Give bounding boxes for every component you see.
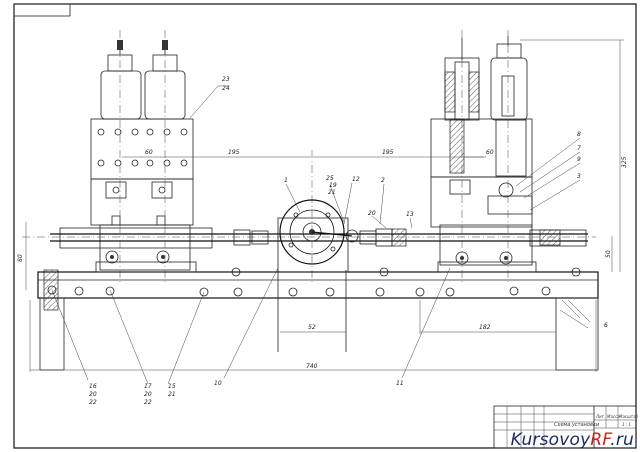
callout-1: 1: [284, 177, 288, 184]
dim-height-right: 50: [605, 250, 612, 258]
callout-6: 6: [604, 322, 608, 329]
dim-height-left: 80: [17, 254, 24, 262]
title-block: Схема установки Лит. Масса Масштаб 1 : 1: [493, 405, 639, 449]
center-lines: [22, 30, 596, 285]
callout-23: 23: [222, 76, 230, 83]
watermark-part1: Kursovoy: [510, 430, 591, 450]
dim-height-total: 325: [621, 156, 628, 168]
dim-bottom-right: 182: [479, 324, 491, 331]
watermark-part2: RF: [590, 430, 611, 450]
sheet-frame: [13, 3, 637, 449]
leader-lines: [51, 85, 589, 385]
right-clamp-unit: [430, 36, 587, 273]
callout-21-b: 21: [168, 391, 176, 398]
dim-half-right: 195: [382, 149, 394, 156]
callout-labels: 23 24 1 25 19 21 12 2 20 13 8 7 9 3 6 10…: [89, 76, 608, 406]
title-block-name: Схема установки: [554, 422, 600, 428]
base-bolts: [43, 267, 581, 311]
title-block-lit: Лит.: [595, 414, 605, 419]
callout-2: 2: [381, 177, 385, 184]
callout-12: 12: [352, 176, 360, 183]
callout-19: 19: [329, 182, 337, 189]
callout-3: 3: [577, 173, 581, 180]
callout-8: 8: [577, 131, 581, 138]
callout-22-b: 22: [144, 399, 152, 406]
dim-small-left: 60: [145, 149, 153, 156]
dim-half-left: 195: [228, 149, 240, 156]
central-drive: [277, 199, 359, 352]
watermark: KursovoyRF.ru: [511, 430, 634, 450]
callout-10: 10: [214, 380, 222, 387]
central-shaft: [50, 228, 588, 247]
callout-7: 7: [577, 145, 581, 152]
callout-24: 24: [222, 85, 230, 92]
callout-21: 21: [328, 189, 336, 196]
callout-22-a: 22: [89, 399, 97, 406]
callout-16: 16: [89, 383, 97, 390]
callout-25: 25: [326, 175, 334, 182]
callout-17: 17: [144, 383, 152, 390]
callout-11: 11: [396, 380, 404, 387]
title-block-scale: 1 : 1: [622, 422, 631, 427]
dim-small-right: 60: [486, 149, 494, 156]
callout-9: 9: [577, 156, 581, 163]
callout-20-b: 20: [144, 391, 152, 398]
callout-20: 20: [368, 210, 376, 217]
dim-overall-width: 740: [306, 363, 318, 370]
dimension-values: 195 195 60 60 740 52 182 80 50 325: [17, 149, 628, 370]
callout-20-a: 20: [89, 391, 97, 398]
callout-15: 15: [168, 383, 176, 390]
dimension-lines: [25, 39, 624, 372]
dim-bottom-center: 52: [308, 324, 316, 331]
watermark-part3: .ru: [610, 430, 634, 450]
title-block-mass: Масса: [607, 414, 620, 419]
callout-13: 13: [406, 211, 414, 218]
title-block-scale-header: Масштаб: [619, 414, 639, 419]
